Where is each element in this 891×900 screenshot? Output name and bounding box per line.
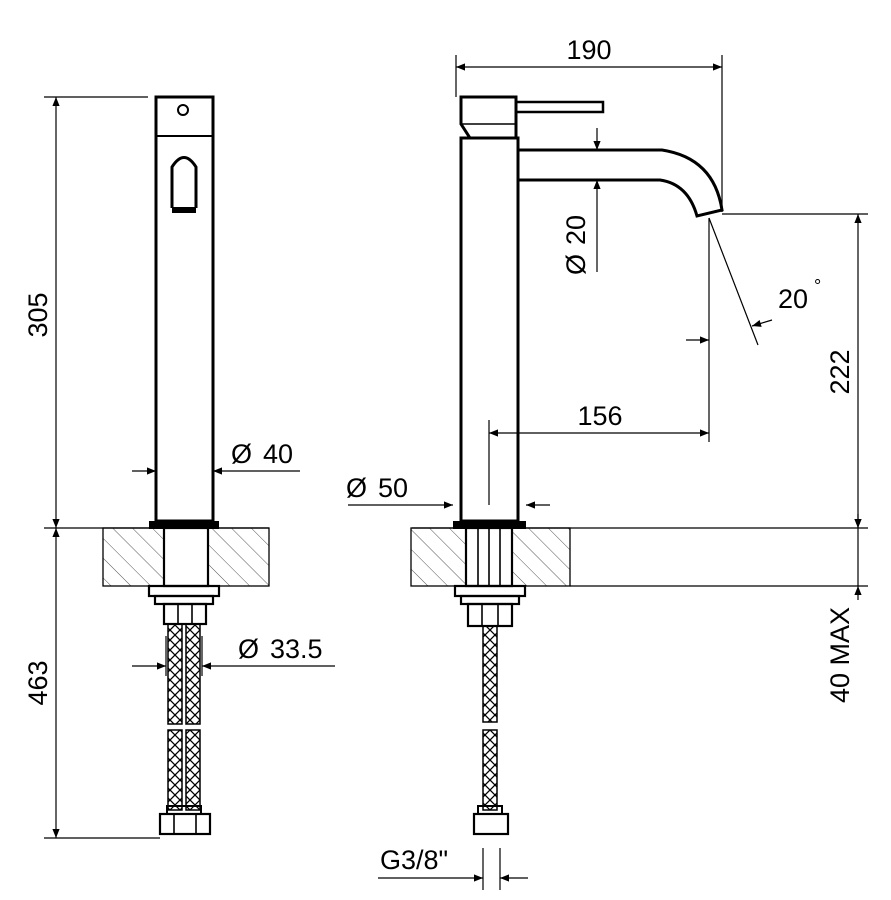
braided-hoses-left [158,623,212,836]
side-view: 190 Ø 20 20 ° 156 Ø 50 222 40 MAX [346,35,868,890]
spout-diameter-label: 20 [561,215,591,245]
hose-length-label: 463 [23,660,53,705]
reach-dimension-label: 156 [577,401,622,431]
mounting-nut-left [147,584,221,598]
mounting-nut-right [453,584,527,598]
diameter-symbol: Ø [238,634,259,664]
diameter-symbol: Ø [561,254,591,275]
angle-label: 20 [778,284,808,314]
spout-outlet-front [170,156,198,208]
base-diameter-label: 50 [378,473,408,503]
width-dimension-label: 190 [566,35,611,65]
faucet-body-front [154,95,215,523]
hose-diameter-label: 33.5 [270,634,323,664]
front-view: 305 463 Ø 40 Ø 33.5 [23,95,335,839]
diameter-symbol: Ø [346,473,367,503]
thread-label: G3/8" [380,845,448,875]
handle-cap [459,95,518,140]
spout-height-label: 222 [825,349,855,394]
braided-hose-right [472,625,510,836]
angle-unit: ° [814,276,821,296]
body-diameter-label: 40 [263,439,293,469]
deck-thickness-label: 40 MAX [825,607,855,703]
spout [518,148,724,218]
indicator-dot [177,104,189,116]
height-dimension-label: 305 [23,292,53,337]
diameter-symbol: Ø [231,439,252,469]
lever-handle [516,100,605,114]
